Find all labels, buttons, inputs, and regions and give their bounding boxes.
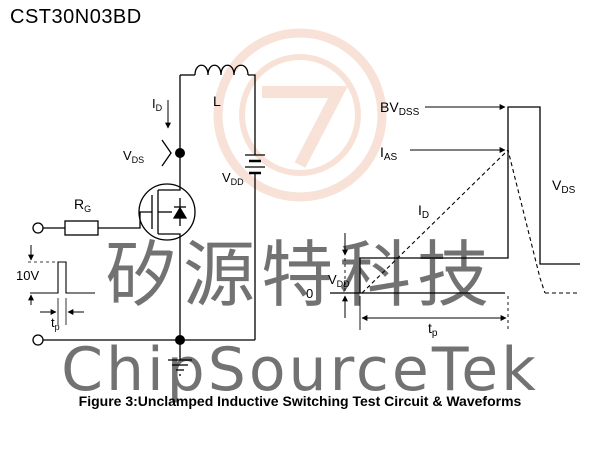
svg-text:VDD: VDD — [328, 272, 350, 289]
waveform-tp-label: t — [428, 320, 432, 336]
svg-text:VDS: VDS — [552, 177, 576, 196]
vds-waveform — [330, 106, 580, 294]
waveform-vdd-sub: DD — [337, 279, 350, 289]
figure-caption: Figure 3:Unclamped Inductive Switching T… — [78, 393, 522, 409]
circuit-vdd-label: V — [222, 170, 231, 185]
gate-pulse — [30, 261, 95, 294]
drain-junction — [175, 148, 185, 158]
waveform-id-sub: D — [422, 210, 429, 221]
waveform-labels: BVDSS IAS ID VDS VDD 0 tp — [306, 99, 576, 339]
svg-text:ID: ID — [418, 202, 429, 221]
test-circuit — [28, 64, 265, 376]
watermark-chinese: 矽源特科技 — [105, 233, 495, 317]
circuit-tp-sub: p — [55, 322, 60, 332]
part-number: CST30N03BD — [10, 6, 142, 28]
watermark-english: ChipSourceTek — [61, 335, 539, 405]
svg-text:VDD: VDD — [222, 170, 244, 187]
ias-label: I — [380, 144, 384, 160]
input-terminal-top — [32, 222, 44, 234]
source-junction — [175, 335, 185, 345]
bvdss-label: BV — [380, 99, 399, 115]
svg-text:BVDSS: BVDSS — [380, 99, 420, 118]
circuit-vds-label: V — [123, 148, 132, 163]
junction-dots — [175, 148, 185, 345]
circuit-vds-sub: DS — [132, 155, 145, 165]
body-diode — [172, 206, 188, 219]
inductor-right-wire — [248, 74, 256, 155]
mosfet-symbol — [138, 183, 196, 241]
rg-label: R — [74, 196, 84, 212]
zero-label: 0 — [306, 286, 313, 301]
circuit-id-sub: D — [156, 103, 163, 113]
ias-sub: AS — [384, 152, 398, 163]
waveform-vds-label: V — [552, 177, 562, 193]
svg-text:VDS: VDS — [123, 148, 144, 165]
vds-chevron — [161, 139, 172, 167]
inductor-label: L — [213, 93, 221, 109]
waveform-tp-sub: p — [432, 328, 438, 339]
watermark-logo — [213, 28, 387, 202]
waveform-vds-sub: DS — [561, 185, 575, 196]
svg-text:ID: ID — [152, 96, 163, 113]
id-waveform — [361, 148, 546, 294]
svg-text:tp: tp — [428, 320, 438, 339]
svg-text:RG: RG — [74, 196, 91, 214]
pulse-amplitude-label: 10V — [16, 268, 39, 283]
waveform-id-label: I — [418, 202, 422, 218]
circuit-id-label: I — [152, 96, 156, 111]
input-terminal-bottom — [32, 334, 44, 346]
circuit-labels: ID L VDS VDD RG 10V tp — [16, 93, 244, 332]
circuit-tp-label: t — [51, 315, 55, 330]
watermark: 矽源特科技 ChipSourceTek — [61, 28, 539, 405]
gate-resistor — [64, 220, 99, 236]
waveform-diagram — [330, 104, 580, 330]
waveform-vdd-label: V — [328, 272, 337, 287]
svg-text:IAS: IAS — [380, 144, 398, 163]
circuit-vdd-sub: DD — [231, 177, 244, 187]
svg-text:tp: tp — [51, 315, 60, 332]
bvdss-sub: DSS — [399, 107, 420, 118]
rg-sub: G — [84, 204, 91, 214]
inductor-coil — [194, 64, 249, 76]
